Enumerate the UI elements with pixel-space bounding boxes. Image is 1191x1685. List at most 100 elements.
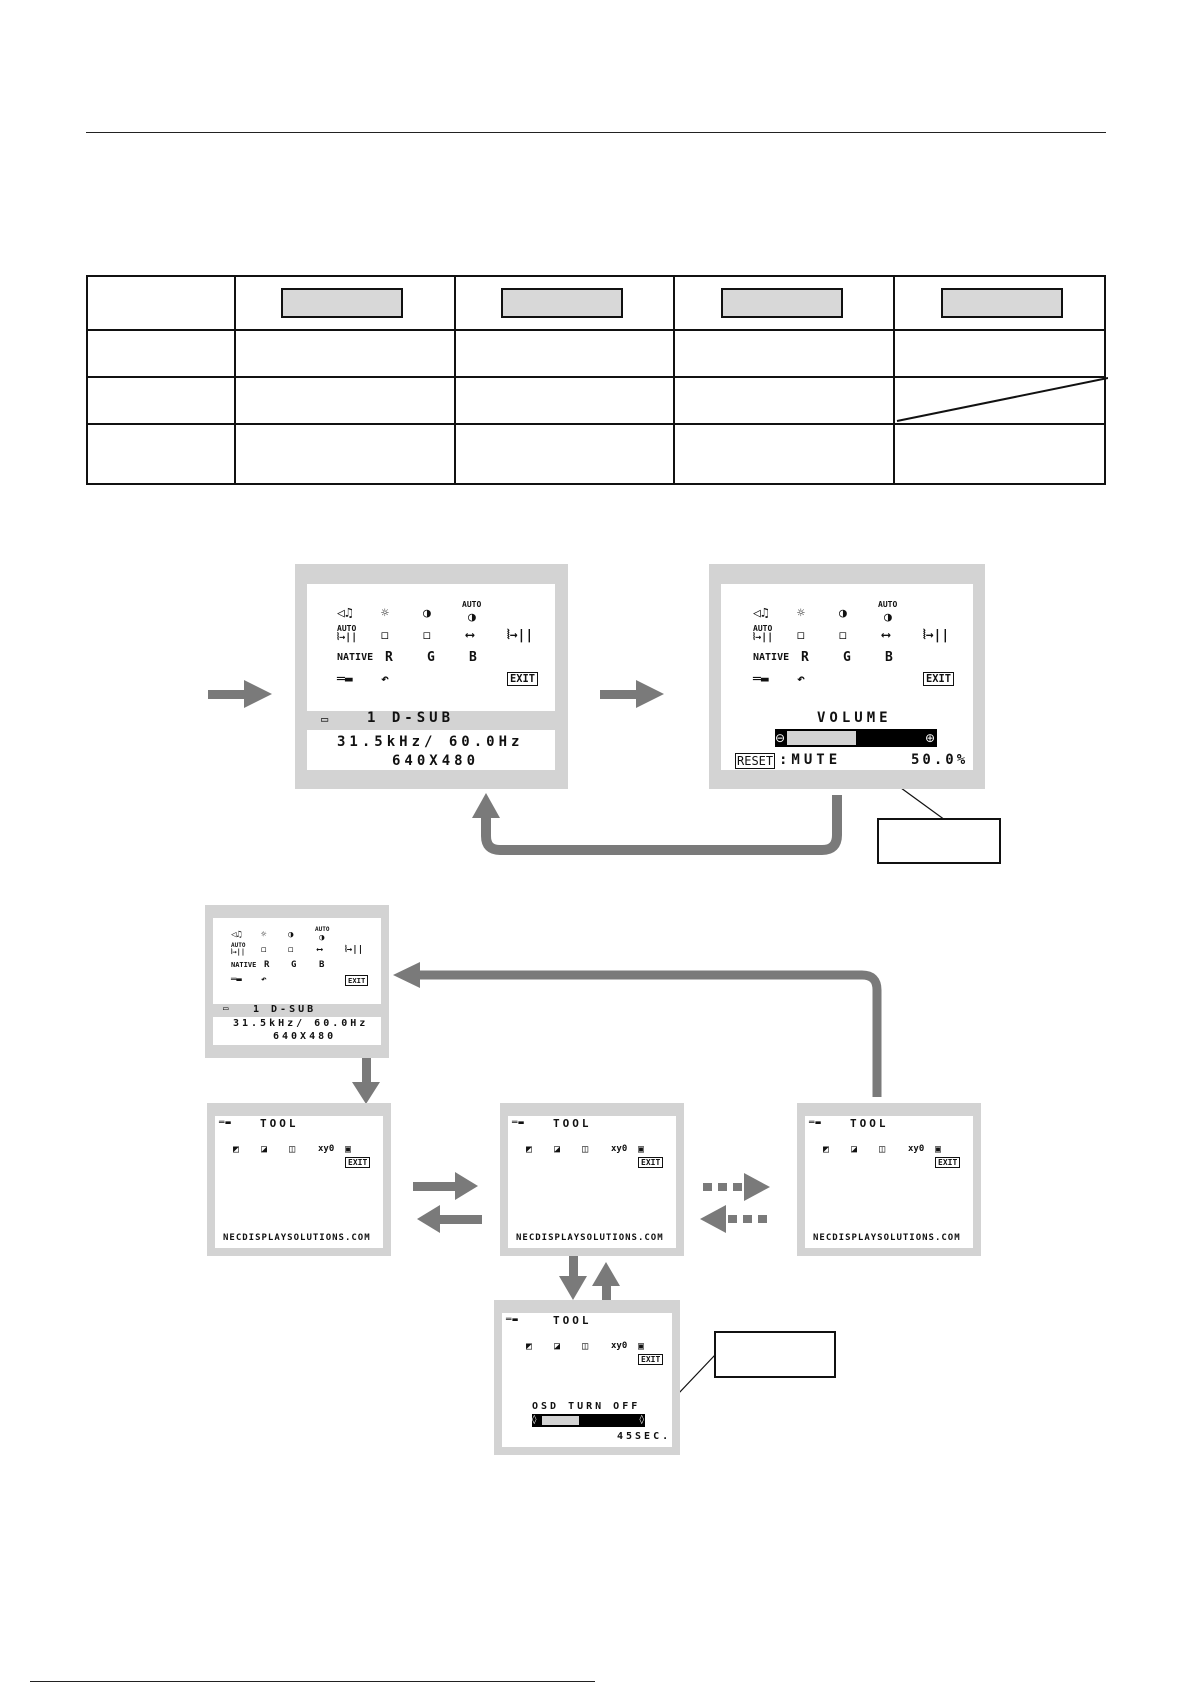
reset-badge: RESET bbox=[735, 753, 776, 769]
osd-turnoff-icon: ◪ bbox=[554, 1341, 561, 1352]
auto-adjust-label: AUTO bbox=[753, 624, 773, 633]
green-label: G bbox=[291, 960, 297, 970]
ddc-icon: ▣ bbox=[638, 1341, 645, 1352]
input-name: 1 D-SUB bbox=[253, 1004, 317, 1015]
red-label: R bbox=[801, 650, 809, 665]
auto-adjust-icon: ⦚→|| bbox=[231, 948, 246, 956]
osd-tool-display-3: ═▬ TOOL ◩ ◪ ◫ xy0 ▣ EXIT NECDISPLAYSOLUT… bbox=[805, 1116, 973, 1248]
ddc-icon: ▣ bbox=[345, 1144, 352, 1155]
native-label: NATIVE bbox=[753, 652, 790, 663]
frequency-readout: 31.5kHz/ 60.0Hz bbox=[233, 1018, 369, 1029]
osd-tool-screen-3: ═▬ TOOL ◩ ◪ ◫ xy0 ▣ EXIT NECDISPLAYSOLUT… bbox=[797, 1103, 981, 1256]
decrease-icon[interactable]: ◊ bbox=[532, 1415, 537, 1425]
osd-main-small-screen: ◁♫ ☼ ◑ AUTO ◑ AUTO ⦚→|| ◻ ◻ ⟷ ⦚→|| NATIV… bbox=[205, 905, 389, 1058]
resolution-readout: 640X480 bbox=[392, 753, 480, 769]
brightness-icon: ☼ bbox=[381, 606, 389, 621]
tool-title: TOOL bbox=[553, 1117, 592, 1130]
osd-turnoff-slider[interactable]: ◊ ◊ bbox=[532, 1414, 645, 1427]
website-label: NECDISPLAYSOLUTIONS.COM bbox=[516, 1233, 664, 1243]
osd-volume-screen: ◁♫ ☼ ◑ AUTO ◑ AUTO ⦚→|| ◻ ◻ ⟷ ⦚→|| NATIV… bbox=[709, 564, 985, 789]
fine-icon: ⦚→|| bbox=[923, 628, 950, 643]
osd-lock-icon: ◫ bbox=[582, 1144, 589, 1155]
reset-icon: ↶ bbox=[797, 672, 805, 687]
osd-lock-icon: ◫ bbox=[582, 1341, 589, 1352]
auto-adjust-label: AUTO bbox=[315, 926, 330, 933]
table-row-divider bbox=[88, 423, 1104, 425]
turnoff-callout-box bbox=[714, 1331, 836, 1378]
osd-main-small-display: ◁♫ ☼ ◑ AUTO ◑ AUTO ⦚→|| ◻ ◻ ⟷ ⦚→|| NATIV… bbox=[213, 918, 381, 1045]
native-label: NATIVE bbox=[337, 652, 374, 663]
volume-slider[interactable]: ⊖ ⊕ bbox=[775, 729, 937, 747]
red-label: R bbox=[385, 650, 393, 665]
contrast-icon: ◑ bbox=[839, 606, 847, 621]
tool-icon-grid: ◩ ◪ ◫ xy0 ▣ EXIT bbox=[233, 1144, 383, 1184]
tool-title: TOOL bbox=[553, 1314, 592, 1327]
dsub-connector-icon: ▭ bbox=[223, 1004, 233, 1014]
auto-contrast-icon: ◑ bbox=[468, 610, 476, 625]
language-icon: ◩ bbox=[526, 1144, 533, 1155]
osd-main-icon-grid: ◁♫ ☼ ◑ AUTO ◑ AUTO ⦚→|| ◻ ◻ ⟷ ⦚→|| NATIV… bbox=[337, 600, 539, 694]
monitor-button-4 bbox=[941, 288, 1063, 318]
exit-icon: EXIT bbox=[923, 672, 955, 686]
h-position-icon: ◻ bbox=[261, 945, 267, 955]
auto-contrast-icon: ◑ bbox=[319, 933, 325, 943]
increase-icon[interactable]: ◊ bbox=[639, 1415, 644, 1425]
green-label: G bbox=[427, 650, 435, 665]
tool-icon-grid: ◩ ◪ ◫ xy0 ▣ EXIT bbox=[823, 1144, 973, 1184]
h-size-icon: ⟷ bbox=[466, 628, 474, 643]
h-size-icon: ⟷ bbox=[317, 945, 323, 955]
fine-icon: ⦚→|| bbox=[345, 945, 364, 955]
blue-label: B bbox=[885, 650, 893, 665]
control-table bbox=[86, 275, 1108, 485]
osd-main-screen: ◁♫ ☼ ◑ AUTO ◑ AUTO ⦚→|| ◻ ◻ ⟷ ⦚→|| NATIV… bbox=[295, 564, 568, 789]
auto-contrast-icon: ◑ bbox=[884, 610, 892, 625]
h-size-icon: ⟷ bbox=[882, 628, 890, 643]
tool-title: TOOL bbox=[850, 1117, 889, 1130]
table-row-divider bbox=[88, 329, 1104, 331]
tool-icon: ═▬ bbox=[753, 672, 769, 687]
tool-icon: ═▬ bbox=[231, 975, 242, 985]
v-position-icon: ◻ bbox=[423, 628, 431, 643]
brightness-icon: ☼ bbox=[261, 930, 267, 940]
language-icon: ◩ bbox=[526, 1341, 533, 1352]
osd-tool-display-2: ═▬ TOOL ◩ ◪ ◫ xy0 ▣ EXIT NECDISPLAYSOLUT… bbox=[508, 1116, 676, 1248]
mute-label: :MUTE bbox=[779, 752, 842, 768]
osd-main-display: ◁♫ ☼ ◑ AUTO ◑ AUTO ⦚→|| ◻ ◻ ⟷ ⦚→|| NATIV… bbox=[307, 584, 555, 770]
auto-adjust-label: AUTO bbox=[462, 600, 482, 609]
reset-icon: ↶ bbox=[261, 975, 267, 985]
ddc-icon: ▣ bbox=[935, 1144, 942, 1155]
osd-turnoff-display: ═▬ TOOL ◩ ◪ ◫ xy0 ▣ EXIT OSD TURN OFF ◊ … bbox=[502, 1313, 672, 1447]
xy-icon: xy0 bbox=[908, 1144, 925, 1154]
bottom-rule bbox=[30, 1681, 595, 1682]
table-cell-not-applicable-slash bbox=[896, 377, 1108, 422]
tool-icon: ═▬ bbox=[809, 1118, 822, 1128]
volume-icon: ◁♫ bbox=[231, 930, 242, 940]
input-name: 1 D-SUB bbox=[367, 710, 455, 726]
osd-lock-icon: ◫ bbox=[289, 1144, 296, 1155]
frequency-readout: 31.5kHz/ 60.0Hz bbox=[337, 734, 524, 750]
decrease-icon[interactable]: ⊖ bbox=[775, 731, 786, 745]
tool-icon-grid: ◩ ◪ ◫ xy0 ▣ EXIT bbox=[526, 1341, 676, 1381]
top-rule bbox=[86, 132, 1106, 133]
red-label: R bbox=[264, 960, 270, 970]
monitor-button-3 bbox=[721, 288, 843, 318]
osd-tool-display-1: ═▬ TOOL ◩ ◪ ◫ xy0 ▣ EXIT NECDISPLAYSOLUT… bbox=[215, 1116, 383, 1248]
auto-adjust-label: AUTO bbox=[878, 600, 898, 609]
xy-icon: xy0 bbox=[611, 1144, 628, 1154]
auto-adjust-icon: ⦚→|| bbox=[753, 632, 774, 643]
osd-tool-screen-2: ═▬ TOOL ◩ ◪ ◫ xy0 ▣ EXIT NECDISPLAYSOLUT… bbox=[500, 1103, 684, 1256]
v-position-icon: ◻ bbox=[839, 628, 847, 643]
h-position-icon: ◻ bbox=[381, 628, 389, 643]
osd-tool-screen-1: ═▬ TOOL ◩ ◪ ◫ xy0 ▣ EXIT NECDISPLAYSOLUT… bbox=[207, 1103, 391, 1256]
volume-value: 50.0% bbox=[911, 752, 969, 768]
h-position-icon: ◻ bbox=[797, 628, 805, 643]
website-label: NECDISPLAYSOLUTIONS.COM bbox=[813, 1233, 961, 1243]
osd-volume-display: ◁♫ ☼ ◑ AUTO ◑ AUTO ⦚→|| ◻ ◻ ⟷ ⦚→|| NATIV… bbox=[721, 584, 973, 770]
osd-volume-icon-grid: ◁♫ ☼ ◑ AUTO ◑ AUTO ⦚→|| ◻ ◻ ⟷ ⦚→|| NATIV… bbox=[753, 600, 955, 694]
tool-icon: ═▬ bbox=[512, 1118, 525, 1128]
volume-slider-fill bbox=[787, 731, 856, 745]
increase-icon[interactable]: ⊕ bbox=[924, 731, 935, 745]
table-col-divider bbox=[673, 277, 675, 483]
website-label: NECDISPLAYSOLUTIONS.COM bbox=[223, 1233, 371, 1243]
